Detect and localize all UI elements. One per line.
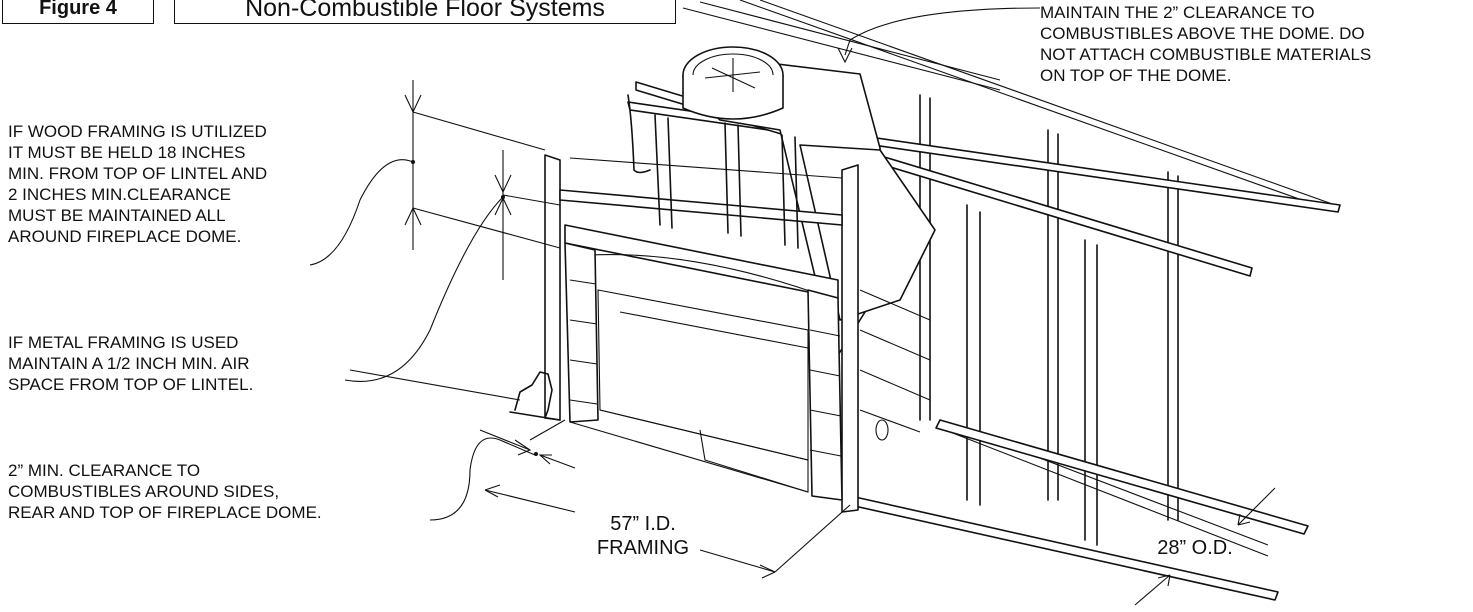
figure-number: Figure 4 bbox=[2, 0, 154, 24]
broken-wall-edge bbox=[509, 94, 651, 421]
leader-lines bbox=[309, 7, 1041, 521]
side-clearance-dimension bbox=[479, 419, 576, 469]
od-dimension bbox=[1134, 487, 1276, 606]
id-dimension bbox=[484, 484, 851, 579]
wood-dimension-marks bbox=[404, 80, 561, 280]
outer-depth-dimension-label: 28” O.D. bbox=[1157, 537, 1233, 559]
dome-clearance-note: MAINTAIN THE 2” CLEARANCE TO COMBUSTIBLE… bbox=[1040, 3, 1372, 85]
wood-framing-note: IF WOOD FRAMING IS UTILIZED IT MUST BE H… bbox=[8, 122, 268, 246]
inner-framing-dimension-label: 57” I.D. FRAMING bbox=[596, 513, 690, 559]
flue-collar bbox=[682, 46, 784, 120]
side-clearance-note: 2” MIN. CLEARANCE TO COMBUSTIBLES AROUND… bbox=[8, 461, 322, 522]
firebox bbox=[564, 242, 843, 501]
right-wall-studs bbox=[966, 204, 1098, 546]
back-wall-studs bbox=[919, 94, 1269, 557]
floor-plate bbox=[849, 419, 1309, 601]
metal-framing-note: IF METAL FRAMING IS USED MAINTAIN A 1/2 … bbox=[8, 333, 254, 394]
chase-bricks bbox=[859, 289, 931, 441]
front-wall-frame bbox=[544, 114, 859, 513]
figure-title: Non-Combustible Floor Systems bbox=[174, 0, 676, 24]
